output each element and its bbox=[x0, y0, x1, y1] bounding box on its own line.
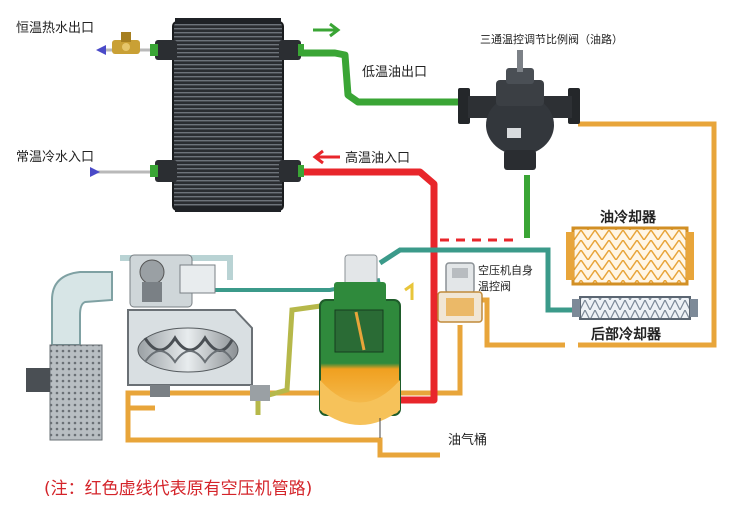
heat-exchanger bbox=[172, 21, 284, 211]
hx-port-top-left bbox=[155, 40, 177, 60]
orange-oil-pipe-lower-loop bbox=[125, 325, 463, 458]
brass-valve-icon bbox=[112, 32, 140, 54]
label-low-temp-oil-outlet: 低温油出口 bbox=[362, 65, 428, 80]
hx-port-bottom-right bbox=[279, 160, 301, 182]
green-flow-arrow-icon bbox=[313, 22, 341, 38]
red-oil-pipe bbox=[300, 168, 438, 404]
screw-compressor bbox=[127, 254, 270, 401]
oil-cooler bbox=[571, 226, 689, 286]
label-oil-cooler: 油冷却器 bbox=[600, 210, 656, 226]
teal-oil-pipe bbox=[378, 247, 575, 313]
label-three-way-valve: 三通温控调节比例阀（油路） bbox=[480, 33, 623, 46]
olive-oil-pipe bbox=[255, 302, 329, 415]
air-intake bbox=[26, 271, 113, 441]
green-oil-pipe bbox=[300, 49, 458, 106]
red-flow-arrow-icon bbox=[312, 149, 340, 165]
label-hot-water-outlet: 恒温热水出口 bbox=[16, 21, 95, 36]
thermostatic-valve bbox=[437, 262, 483, 323]
label-thermostatic-valve-line2: 温控阀 bbox=[478, 280, 511, 293]
three-way-valve bbox=[458, 50, 580, 170]
label-high-temp-oil-inlet: 高温油入口 bbox=[345, 151, 411, 166]
label-after-cooler: 后部冷却器 bbox=[591, 327, 661, 343]
cold-water-arrow-icon bbox=[90, 167, 100, 177]
after-cooler bbox=[579, 296, 691, 320]
oil-gas-tank bbox=[319, 254, 414, 425]
hx-port-top-right bbox=[279, 40, 301, 60]
label-oil-gas-tank: 油气桶 bbox=[448, 433, 488, 448]
label-thermostatic-valve-line1: 空压机自身 bbox=[478, 264, 533, 277]
hx-port-bottom-left bbox=[155, 160, 177, 182]
orange-oil-pipe-up bbox=[125, 393, 155, 411]
label-cold-water-inlet: 常温冷水入口 bbox=[16, 150, 95, 165]
hot-water-arrow-icon bbox=[96, 45, 106, 55]
legend-note: (注：红色虚线代表原有空压机管路) bbox=[44, 479, 313, 499]
orange-oil-pipe-right bbox=[578, 121, 717, 348]
orange-oil-pipe-bottom bbox=[480, 297, 565, 348]
